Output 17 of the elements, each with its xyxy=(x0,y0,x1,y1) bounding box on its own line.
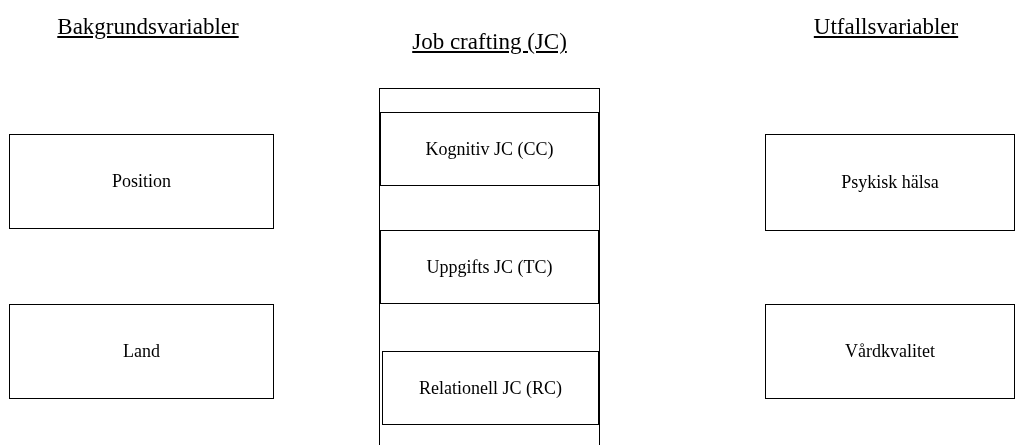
variable-box xyxy=(380,230,599,304)
box-label: Uppgifts JC (TC) xyxy=(426,255,553,279)
variable-box xyxy=(380,112,599,186)
variable-box xyxy=(765,134,1015,231)
variable-box xyxy=(9,304,274,399)
box-label: Land xyxy=(123,340,160,363)
variable-box xyxy=(765,304,1015,399)
box-label: Position xyxy=(112,170,171,193)
variable-box xyxy=(9,134,274,229)
box-label: Psykisk hälsa xyxy=(841,171,939,194)
box-label: Relationell JC (RC) xyxy=(419,376,562,400)
column-heading: Utfallsvariabler xyxy=(812,13,960,41)
box-label: Vårdkvalitet xyxy=(845,340,935,363)
group-heading: Job crafting (JC) xyxy=(412,28,567,56)
column-heading: Bakgrundsvariabler xyxy=(56,13,240,41)
box-label: Kognitiv JC (CC) xyxy=(425,137,554,161)
variable-box xyxy=(382,351,599,425)
